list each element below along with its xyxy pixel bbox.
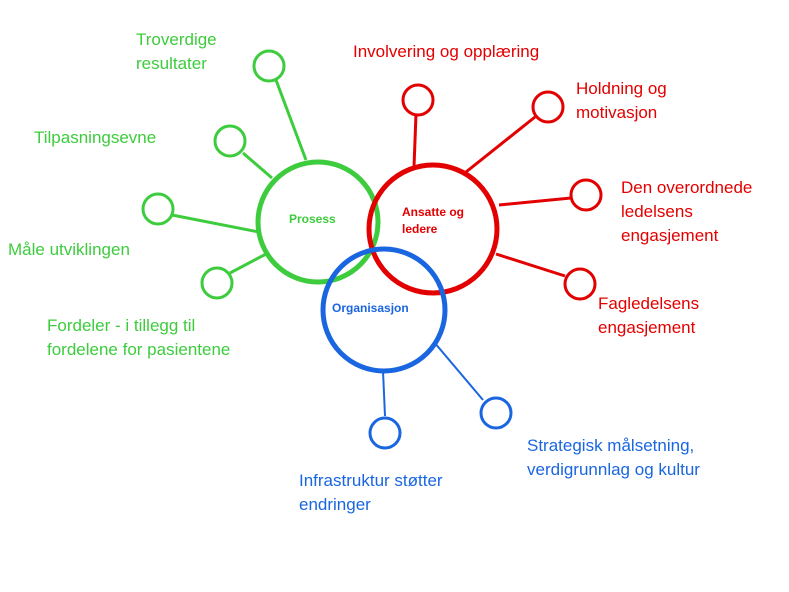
label-professional-management: Fagledelsens engasjement xyxy=(598,294,700,337)
label-attitude: Holdning og motivasjon xyxy=(576,79,667,122)
label-adaptability: Tilpasningsevne xyxy=(34,128,157,147)
staff-satellites xyxy=(401,83,603,301)
satellite-trustworthy-results xyxy=(252,49,286,83)
process-spokes xyxy=(171,79,308,275)
label-top-management: Den overordnede ledelsens engasjement xyxy=(621,178,753,245)
organisation-satellites xyxy=(368,396,513,450)
satellite-involvement xyxy=(401,83,435,117)
label-infrastructure: Infrastruktur støtter endringer xyxy=(299,471,443,514)
label-involvement: Involvering og opplæring xyxy=(353,42,540,61)
spoke-trustworthy-results xyxy=(274,79,308,161)
label-trustworthy-results: Troverdige resultater xyxy=(136,30,217,73)
process-satellites xyxy=(141,49,286,300)
satellite-strategy xyxy=(479,396,513,430)
satellite-infrastructure xyxy=(368,416,402,450)
organisation-hub-circle xyxy=(320,246,448,374)
process-hub-circle xyxy=(255,159,381,285)
satellite-top-management xyxy=(569,178,603,212)
spoke-top-management xyxy=(498,196,572,207)
hub-label-organisation: Organisasjon xyxy=(332,301,409,315)
satellite-attitude xyxy=(531,90,565,124)
spoke-infrastructure xyxy=(382,370,386,417)
spoke-benefits xyxy=(229,252,267,275)
label-strategy: Strategisk målsetning, verdigrunnlag og … xyxy=(527,436,700,479)
satellite-professional-management xyxy=(563,267,597,301)
satellite-measure-progress xyxy=(141,192,175,226)
staff-hub-circle xyxy=(366,162,500,296)
spoke-attitude xyxy=(465,115,536,174)
hub-label-staff: Ansatte og ledere xyxy=(402,205,465,236)
satellite-adaptability xyxy=(213,124,247,158)
label-measure-progress: Måle utviklingen xyxy=(8,240,130,259)
satellite-benefits xyxy=(200,266,234,300)
spoke-measure-progress xyxy=(171,213,260,234)
spoke-professional-management xyxy=(495,252,566,278)
spoke-adaptability xyxy=(242,151,273,180)
hub-label-process: Prosess xyxy=(289,212,336,226)
spoke-involvement xyxy=(412,113,418,168)
organisation-spokes xyxy=(382,341,484,417)
staff-spokes xyxy=(412,113,572,278)
spoke-strategy xyxy=(433,341,484,401)
label-benefits: Fordeler - i tillegg til fordelene for p… xyxy=(47,316,231,359)
